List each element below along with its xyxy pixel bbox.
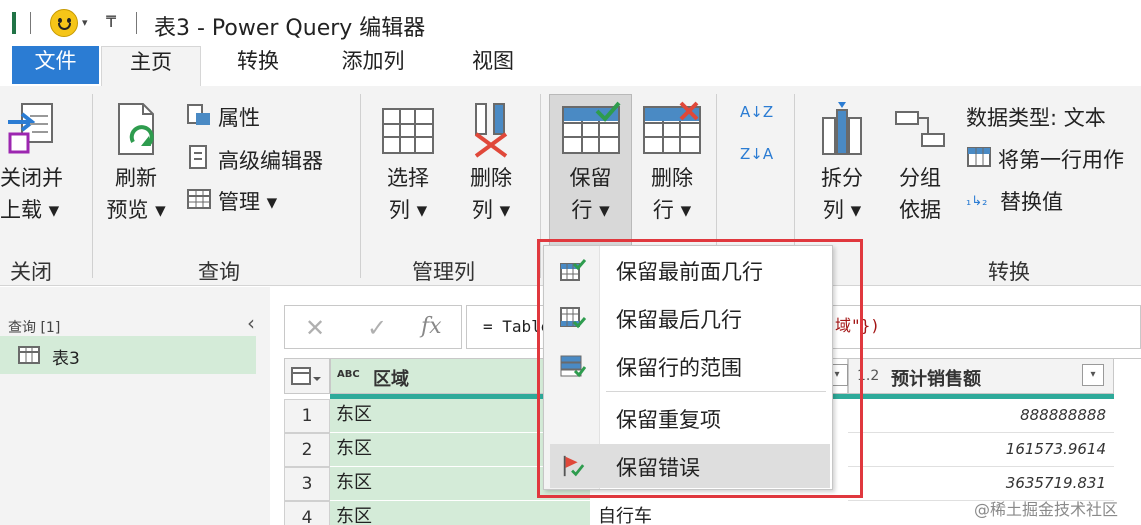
formula-controls: ✕ ✓ fx [284, 305, 462, 349]
tab-file[interactable]: 文件 [12, 46, 99, 84]
confirm-formula-icon[interactable]: ✓ [367, 314, 388, 342]
menu-item-keep-duplicates[interactable]: 保留重复项 [616, 408, 721, 432]
tab-add-column[interactable]: 添加列 [341, 49, 405, 73]
table-cell[interactable]: 161573.9614 [848, 433, 1114, 467]
group-by-button[interactable]: 分组 依据 [884, 100, 956, 226]
keep-rows-menu: 保留最前面几行 保留最后几行 保留行的范围 保留重复项 保留错误 [543, 245, 833, 490]
replace-values-icon: ₁↳₂ [966, 193, 988, 209]
properties-icon [186, 103, 212, 132]
keep-errors-flag-icon [563, 455, 585, 477]
decimal-type-icon[interactable]: 1.2 [857, 368, 880, 384]
group-label-manage-columns: 管理列 [412, 260, 475, 284]
manage-button[interactable]: 管理 ▾ [186, 186, 277, 216]
advanced-editor-icon [186, 144, 212, 175]
remove-rows-button[interactable]: 删除 行 ▾ [636, 100, 708, 226]
table-cell[interactable]: 3635719.831 [848, 467, 1114, 501]
row-number[interactable]: 3 [284, 467, 330, 501]
text-type-icon[interactable]: ABC [337, 369, 360, 380]
group-by-icon [895, 111, 945, 147]
table-cell[interactable]: 自行车 [598, 506, 652, 525]
group-label-transform: 转换 [988, 260, 1030, 284]
keep-rows-button[interactable]: 保留 行 ▾ [549, 100, 632, 226]
close-load-icon [8, 103, 53, 154]
keep-bottom-rows-icon [560, 307, 586, 329]
fx-icon[interactable]: fx [421, 314, 442, 339]
advanced-editor-button[interactable]: 高级编辑器 [186, 144, 323, 175]
table-menu-icon [291, 367, 321, 385]
group-label-query: 查询 [198, 260, 240, 284]
tab-home[interactable]: 主页 [101, 46, 201, 86]
cancel-formula-icon[interactable]: ✕ [305, 314, 326, 342]
table-cell[interactable]: 888888888 [848, 399, 1114, 433]
sort-descending-icon[interactable]: Z↓A [740, 145, 774, 163]
ribbon-tabs: 文件 主页 转换 添加列 视图 [0, 46, 1141, 86]
tab-view[interactable]: 视图 [472, 49, 514, 73]
first-row-header-icon [966, 145, 992, 174]
menu-item-keep-top-rows[interactable]: 保留最前面几行 [544, 248, 834, 292]
split-column-icon [822, 102, 862, 155]
sort-ascending-icon[interactable]: A↓Z [740, 103, 774, 121]
title-bar: ▾ ₸ 表3 - Power Query 编辑器 [0, 0, 1141, 46]
menu-item-keep-errors[interactable]: 保留错误 [550, 444, 830, 488]
table-cell[interactable]: 东区 [330, 501, 590, 525]
data-type-dropdown[interactable]: 数据类型: 文本 [966, 106, 1106, 130]
title-separator [30, 12, 31, 34]
row-number[interactable]: 2 [284, 433, 330, 467]
tab-transform[interactable]: 转换 [237, 49, 279, 73]
quick-access-dropdown-icon[interactable]: ▾ [82, 16, 88, 29]
query-item-table3[interactable]: 表3 [0, 336, 256, 374]
window-title: 表3 - Power Query 编辑器 [154, 16, 426, 41]
collapse-pane-icon[interactable]: ‹ [247, 311, 255, 335]
menu-item-keep-bottom-rows[interactable]: 保留最后几行 [544, 296, 834, 340]
table-icon [18, 346, 40, 364]
watermark-text: @稀土掘金技术社区 [974, 500, 1119, 519]
replace-values-button[interactable]: ₁↳₂ 替换值 [966, 190, 1063, 214]
manage-table-icon [186, 187, 212, 216]
keep-top-rows-icon [560, 259, 586, 281]
row-number[interactable]: 4 [284, 501, 330, 525]
customize-toolbar-icon[interactable]: ₸ [106, 12, 117, 31]
remove-rows-icon [641, 100, 703, 158]
formula-tail-text: 域"}) [835, 316, 880, 335]
excel-app-icon [12, 12, 16, 34]
queries-pane: 查询 [1] ‹ [0, 287, 270, 525]
column-header-sales[interactable]: 1.2 预计销售额 [848, 358, 1114, 394]
keep-range-rows-icon [560, 355, 586, 378]
table-menu-header[interactable] [284, 358, 330, 394]
smiley-feedback-icon[interactable] [50, 9, 78, 37]
close-and-load-button[interactable]: 关闭并 上载 ▾ [0, 100, 86, 226]
group-label-close: 关闭 [10, 260, 52, 284]
refresh-icon [118, 103, 154, 155]
choose-columns-icon [382, 100, 434, 158]
queries-pane-title: 查询 [1] [8, 320, 61, 336]
remove-columns-icon [474, 103, 508, 158]
row-number[interactable]: 1 [284, 399, 330, 433]
refresh-preview-button[interactable]: 刷新 预览 ▾ [100, 100, 172, 226]
use-first-row-as-headers-button[interactable]: 将第一行用作 [966, 144, 1124, 174]
menu-item-keep-range-of-rows[interactable]: 保留行的范围 [544, 344, 834, 388]
title-separator [136, 12, 137, 34]
split-column-button[interactable]: 拆分 列 ▾ [806, 100, 878, 226]
properties-button[interactable]: 属性 [186, 102, 260, 132]
keep-rows-icon [560, 100, 622, 158]
remove-columns-button[interactable]: 删除 列 ▾ [455, 100, 527, 226]
column-filter-icon[interactable]: ▾ [1082, 364, 1104, 386]
ribbon: 关闭并 上载 ▾ 关闭 刷新 预览 ▾ 属性 高级编辑器 管理 ▾ 查询 [0, 86, 1141, 286]
choose-columns-button[interactable]: 选择 列 ▾ [372, 100, 444, 226]
